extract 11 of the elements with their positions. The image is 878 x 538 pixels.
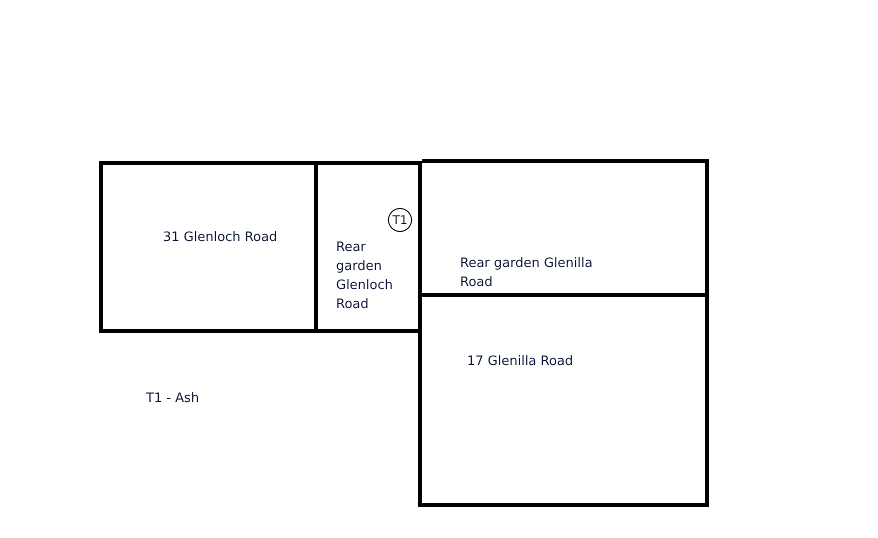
plot-label: Rear garden Glenilla Road	[460, 255, 594, 292]
plot-label: Rear garden Glenloch Road	[336, 239, 394, 314]
plot-outline	[418, 297, 709, 507]
tree-marker	[388, 208, 412, 232]
tree-key-note: T1 - Ash	[146, 390, 200, 408]
plot-label: 31 Glenloch Road	[163, 229, 278, 247]
plot-outline	[318, 161, 422, 333]
plot-label: 17 Glenilla Road	[467, 353, 574, 371]
tree-label: T1	[392, 212, 408, 229]
plot-outline	[99, 161, 318, 333]
plot-outline	[422, 159, 709, 297]
